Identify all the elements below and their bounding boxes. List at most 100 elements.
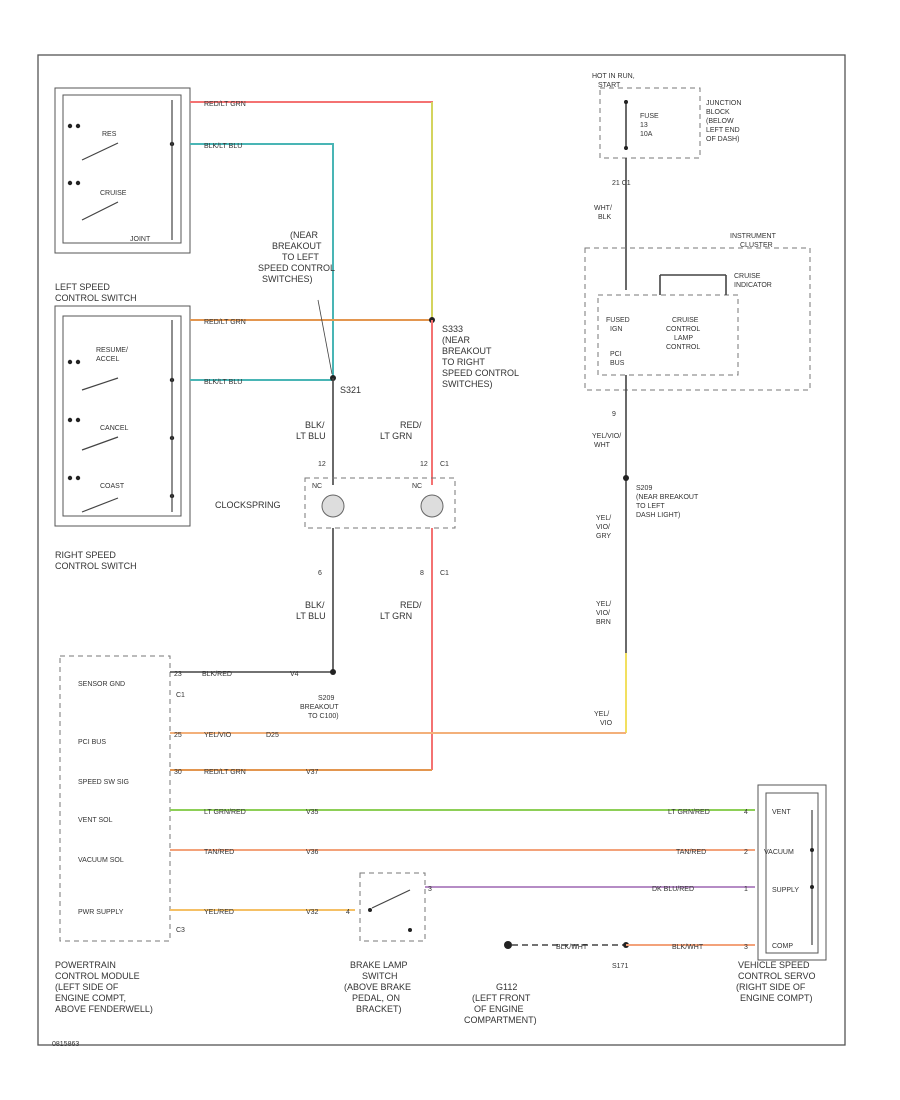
svg-text:DK BLU/RED: DK BLU/RED — [652, 886, 694, 893]
left-switch-joint: JOINT — [130, 236, 151, 243]
wire-red-lt-grn-col: RED/LT GRN — [380, 420, 422, 441]
svg-text:D25: D25 — [266, 732, 279, 739]
svg-text:V36: V36 — [306, 849, 319, 856]
svg-text:C3: C3 — [176, 927, 185, 934]
svg-text:C1: C1 — [176, 692, 185, 699]
wire-label-red-lt-grn-1: RED/LT GRN — [204, 101, 246, 108]
left-switch-cruise: CRUISE — [100, 190, 127, 197]
svg-text:RED/LT GRN: RED/LT GRN — [204, 769, 246, 776]
svg-text:BLK/WHT: BLK/WHT — [672, 944, 704, 951]
svg-text:BLK/WHT: BLK/WHT — [556, 944, 588, 951]
wire-label-blk-lt-blu-1: BLK/LT BLU — [204, 143, 242, 150]
pcm-wires — [170, 669, 755, 911]
svg-text:V37: V37 — [306, 769, 319, 776]
pcm-vacuum-sol: VACUUM SOL — [78, 857, 124, 864]
switch-wires — [190, 101, 433, 381]
pcm-sensor-gnd: SENSOR GND — [78, 681, 125, 688]
splice-s209-dot — [623, 475, 629, 481]
svg-text:SUPPLY: SUPPLY — [772, 887, 799, 894]
wire-label-blk-lt-blu-2: BLK/LT BLU — [204, 379, 242, 386]
svg-text:NC: NC — [412, 483, 422, 490]
svg-text:VENT: VENT — [772, 809, 791, 816]
svg-text:C1: C1 — [440, 570, 449, 577]
svg-text:TAN/RED: TAN/RED — [676, 849, 706, 856]
svg-text:6: 6 — [318, 570, 322, 577]
svg-text:YEL/RED: YEL/RED — [204, 909, 234, 916]
wire-wht-blk: WHT/BLK — [594, 205, 612, 221]
wire-yel-vio-gry: YEL/VIO/GRY — [596, 515, 611, 540]
splice-s321-label: S321 — [340, 385, 361, 395]
svg-text:NC: NC — [312, 483, 322, 490]
svg-text:9: 9 — [612, 411, 616, 418]
svg-text:23: 23 — [174, 671, 182, 678]
wire-label-red-lt-grn-2: RED/LT GRN — [204, 319, 246, 326]
splice-s171-label: S171 — [612, 963, 628, 970]
diagram-frame — [37, 54, 846, 1046]
wire-blk-lt-blu-col: BLK/LT BLU — [296, 420, 326, 441]
svg-text:LT GRN/RED: LT GRN/RED — [668, 809, 710, 816]
pcm-speed-sw: SPEED SW SIG — [78, 779, 129, 786]
svg-text:VACUUM: VACUUM — [764, 849, 794, 856]
svg-text:25: 25 — [174, 732, 182, 739]
svg-text:TAN/RED: TAN/RED — [204, 849, 234, 856]
pcm-vent-sol: VENT SOL — [78, 817, 113, 824]
right-switch-resume: RESUME/ACCEL — [96, 347, 128, 363]
wire-yel-wht: YEL/VIO/WHT — [592, 433, 621, 449]
instrument-cluster — [584, 247, 811, 391]
clockspring-label: CLOCKSPRING — [215, 500, 281, 510]
svg-text:YEL/VIO: YEL/VIO — [594, 711, 613, 727]
svg-text:3: 3 — [428, 886, 432, 893]
svg-text:12: 12 — [318, 461, 326, 468]
svg-text:V35: V35 — [306, 809, 319, 816]
svg-text:COMP: COMP — [772, 943, 793, 950]
left-speed-control-switch: RES CRUISE JOINT — [54, 87, 191, 254]
svg-text:LT GRN/RED: LT GRN/RED — [204, 809, 246, 816]
right-speed-control-switch: RESUME/ACCEL CANCEL COAST — [54, 305, 191, 527]
svg-text:BLK/LT BLU: BLK/LT BLU — [296, 600, 326, 621]
svg-text:RED/LT GRN: RED/LT GRN — [380, 600, 422, 621]
svg-text:YEL/VIO: YEL/VIO — [204, 732, 232, 739]
powertrain-control-module — [59, 655, 171, 942]
wire-yel-vio-brn: YEL/VIO/BRN — [596, 601, 611, 626]
svg-text:C1: C1 — [440, 461, 449, 468]
clockspring: NC NC — [304, 477, 456, 529]
pcm-pci-bus: PCI BUS — [78, 739, 106, 746]
pcm-pwr-supply: PWR SUPPLY — [78, 909, 124, 916]
left-switch-res: RES — [102, 131, 117, 138]
hot-in-run: HOT IN RUN,START — [592, 73, 635, 89]
svg-text:8: 8 — [420, 570, 424, 577]
svg-text:V32: V32 — [306, 909, 319, 916]
svg-text:2: 2 — [744, 849, 748, 856]
svg-text:4: 4 — [346, 909, 350, 916]
right-switch-cancel: CANCEL — [100, 425, 129, 432]
diagram-footer-code: 0815863 — [52, 1041, 79, 1048]
fuse-connector: 21 C1 — [612, 180, 631, 187]
brake-lamp-switch — [359, 872, 426, 942]
svg-text:30: 30 — [174, 769, 182, 776]
svg-text:4: 4 — [744, 809, 748, 816]
vehicle-speed-control-servo — [757, 784, 827, 961]
ground-g112-dot — [504, 941, 512, 949]
svg-text:3: 3 — [744, 944, 748, 951]
svg-text:1: 1 — [744, 886, 748, 893]
svg-text:BLK/RED: BLK/RED — [202, 671, 232, 678]
fuse-block — [599, 87, 701, 159]
